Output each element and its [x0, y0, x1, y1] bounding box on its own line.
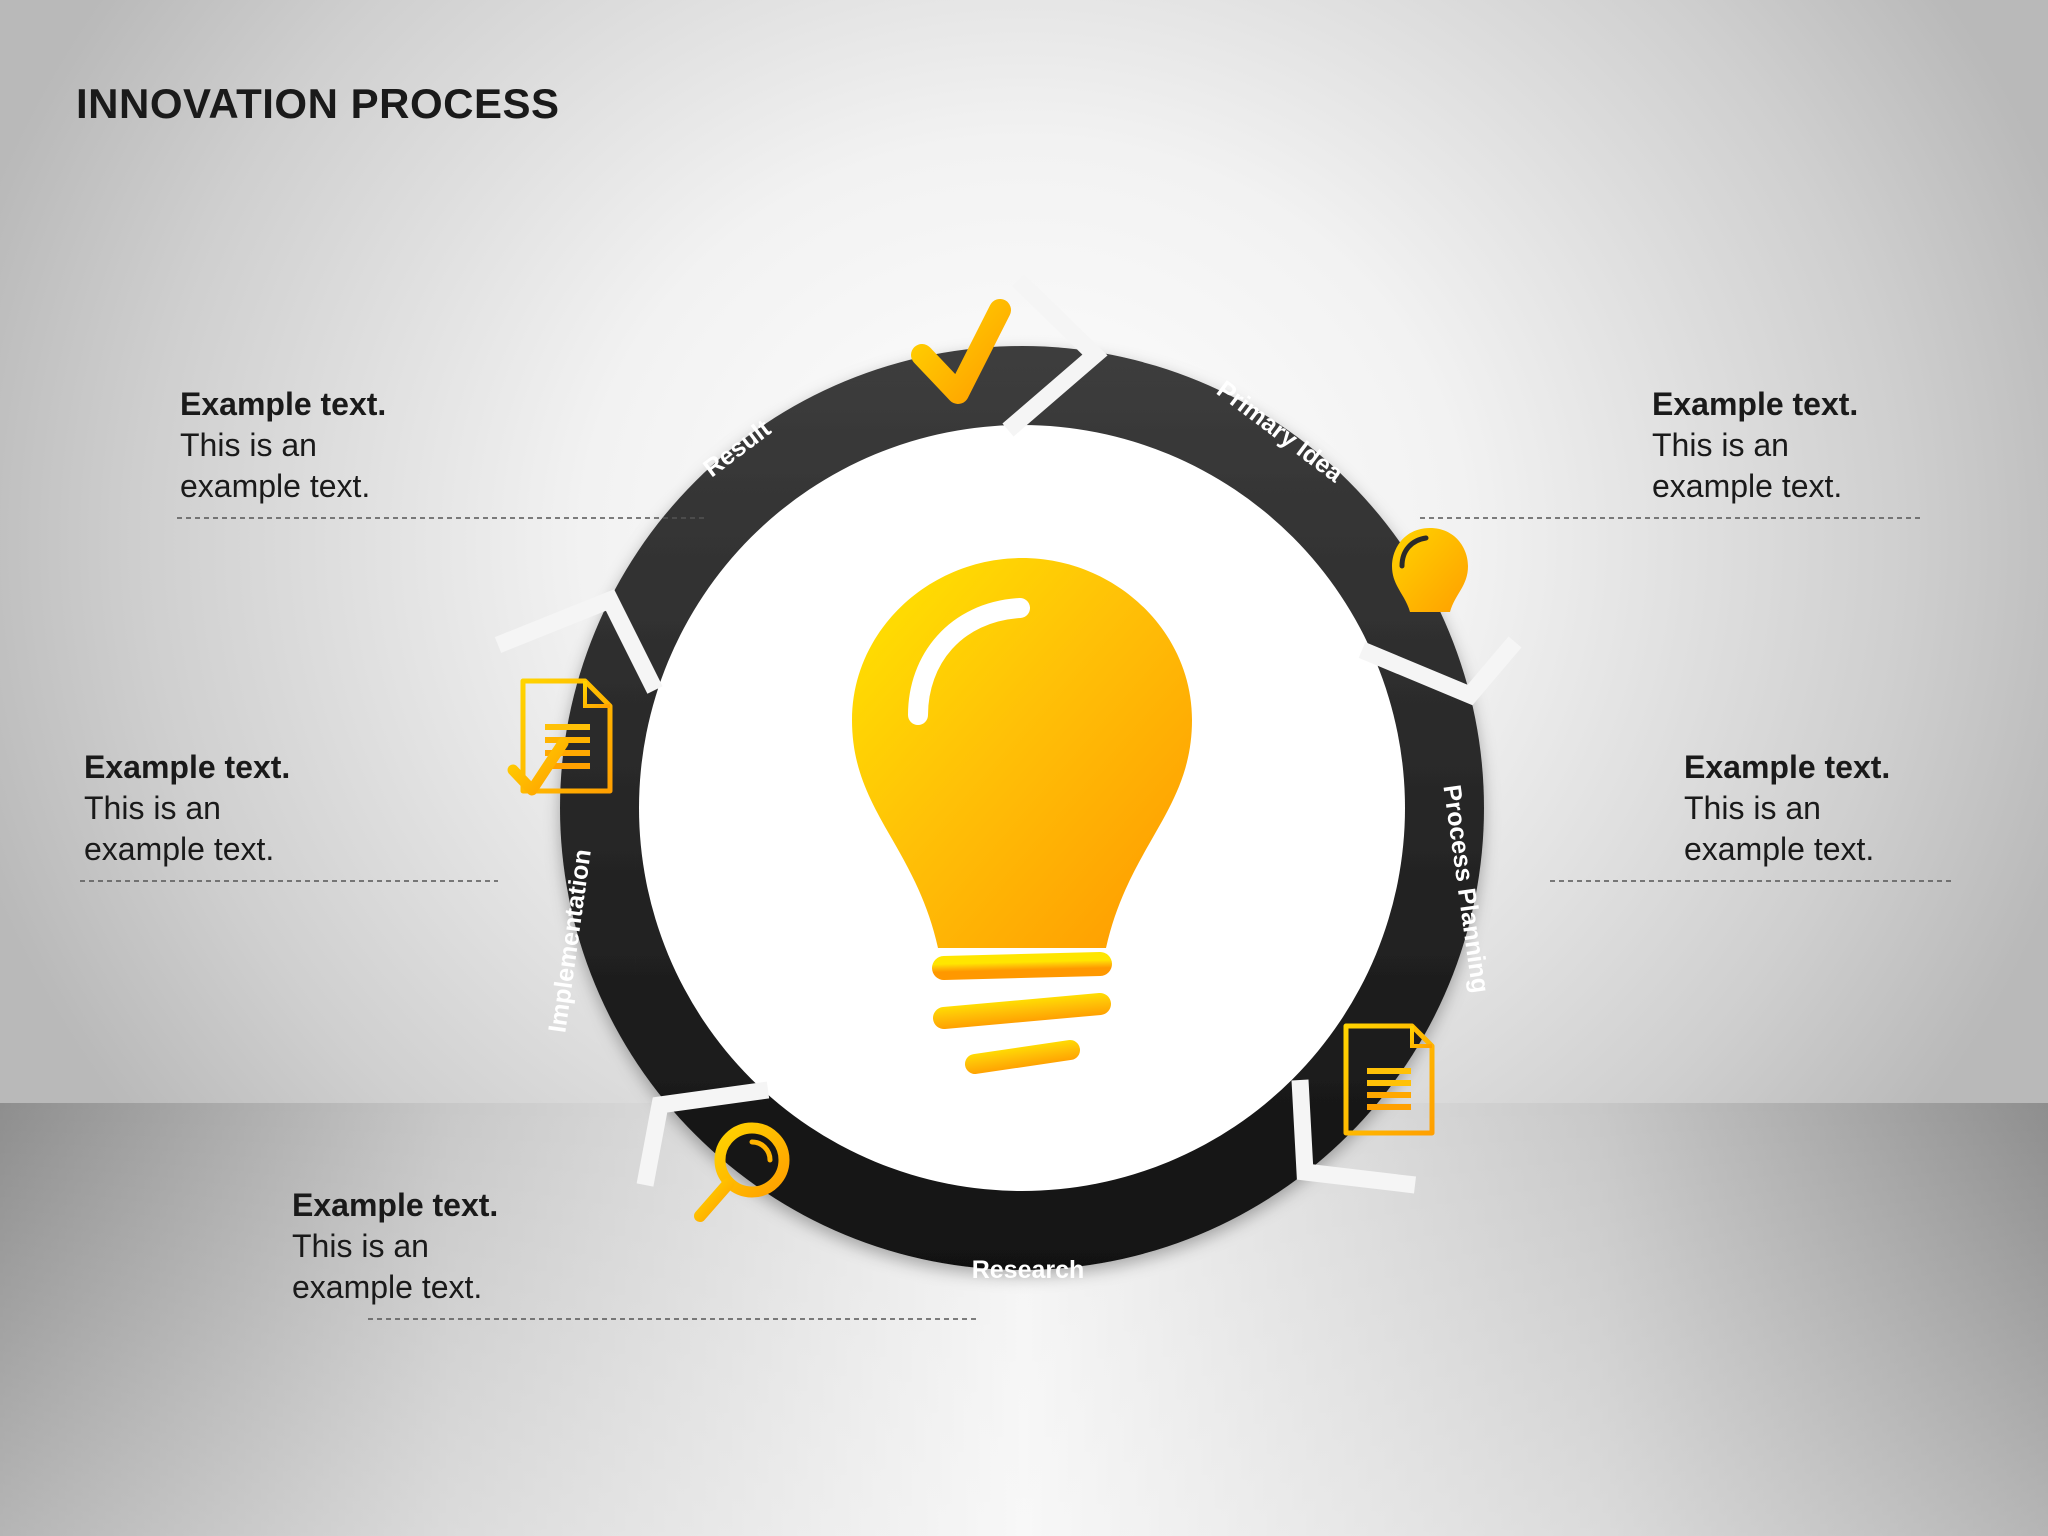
callout-body: example text. [84, 831, 275, 867]
separator-implementation-result [494, 589, 663, 694]
callout-body: example text. [1684, 831, 1875, 867]
callout-top-right: Example text. This is an example text. [1652, 384, 1858, 507]
callout-body: example text. [292, 1269, 483, 1305]
stage-label-research: Research [972, 1256, 1085, 1284]
callout-bottom-left: Example text. This is an example text. [292, 1185, 498, 1308]
document-icon [1343, 1023, 1435, 1136]
callout-title: Example text. [180, 386, 387, 422]
callout-body: This is an [1652, 427, 1789, 463]
callout-title: Example text. [84, 749, 291, 785]
callout-title: Example text. [1652, 386, 1859, 422]
checkmark-icon [911, 299, 1011, 404]
callout-body: This is an [84, 790, 221, 826]
callout-body: This is an [292, 1228, 429, 1264]
separator-research-implementation [636, 1081, 770, 1187]
lightbulb-icon [1392, 528, 1468, 645]
callout-title: Example text. [292, 1187, 499, 1223]
callout-body: example text. [180, 468, 371, 504]
callout-body: This is an [1684, 790, 1821, 826]
callout-body: example text. [1652, 468, 1843, 504]
document-check-icon [507, 678, 613, 796]
page-title: INNOVATION PROCESS [76, 80, 560, 127]
callout-title: Example text. [1684, 749, 1891, 785]
callout-mid-left: Example text. This is an example text. [84, 747, 290, 870]
separator-result-primary [1002, 273, 1108, 437]
callout-top-left: Example text. This is an example text. [180, 384, 386, 507]
central-lightbulb-icon [852, 558, 1192, 1074]
callout-body: This is an [180, 427, 317, 463]
magnifier-icon [694, 1122, 790, 1222]
separator-primary-planning [1358, 636, 1522, 706]
separator-planning-research [1291, 1079, 1416, 1194]
callout-mid-right: Example text. This is an example text. [1684, 747, 1890, 870]
